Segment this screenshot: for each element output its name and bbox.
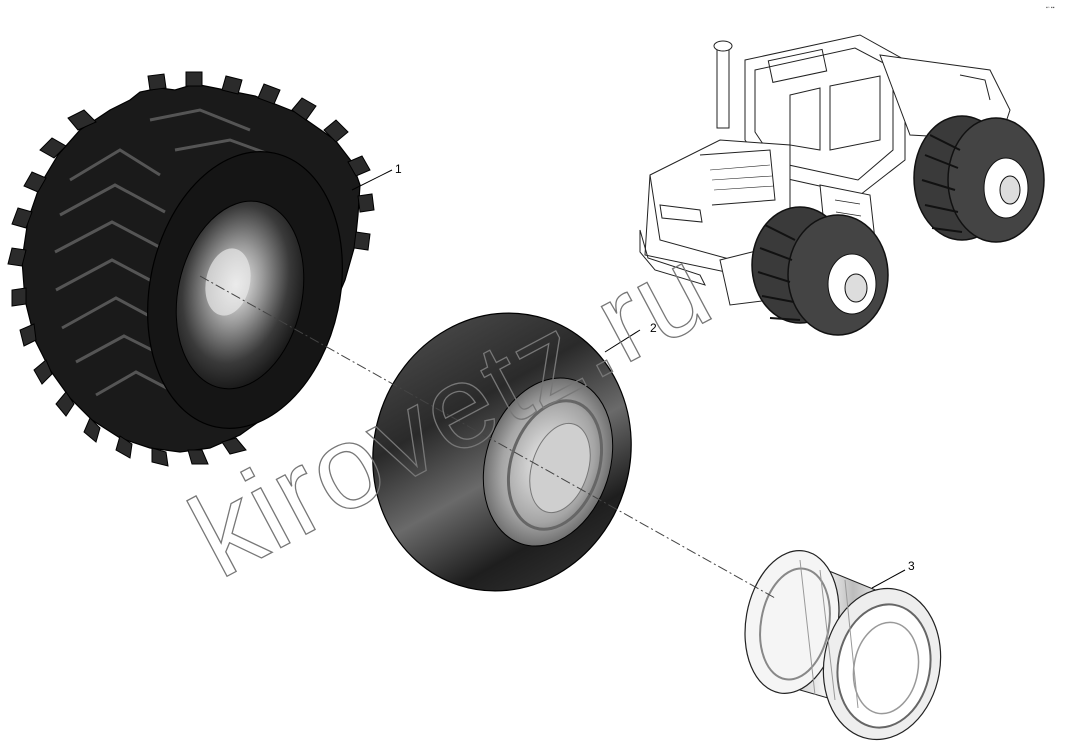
corner-mark: ▪▫ ▪▪ <box>1046 5 1055 11</box>
tractor-rear-wheels <box>913 115 1045 243</box>
wheel-rim-part <box>744 550 942 741</box>
inner-tube-part <box>372 312 632 592</box>
assembly-axis-line <box>199 275 776 599</box>
leader-lines <box>351 169 906 589</box>
tire-part <box>7 71 375 467</box>
callout-1: 1 <box>395 162 402 176</box>
callout-2: 2 <box>650 321 657 335</box>
tractor-front-wheels <box>751 206 889 336</box>
tractor-illustration <box>639 34 1011 306</box>
callout-3: 3 <box>908 559 915 573</box>
